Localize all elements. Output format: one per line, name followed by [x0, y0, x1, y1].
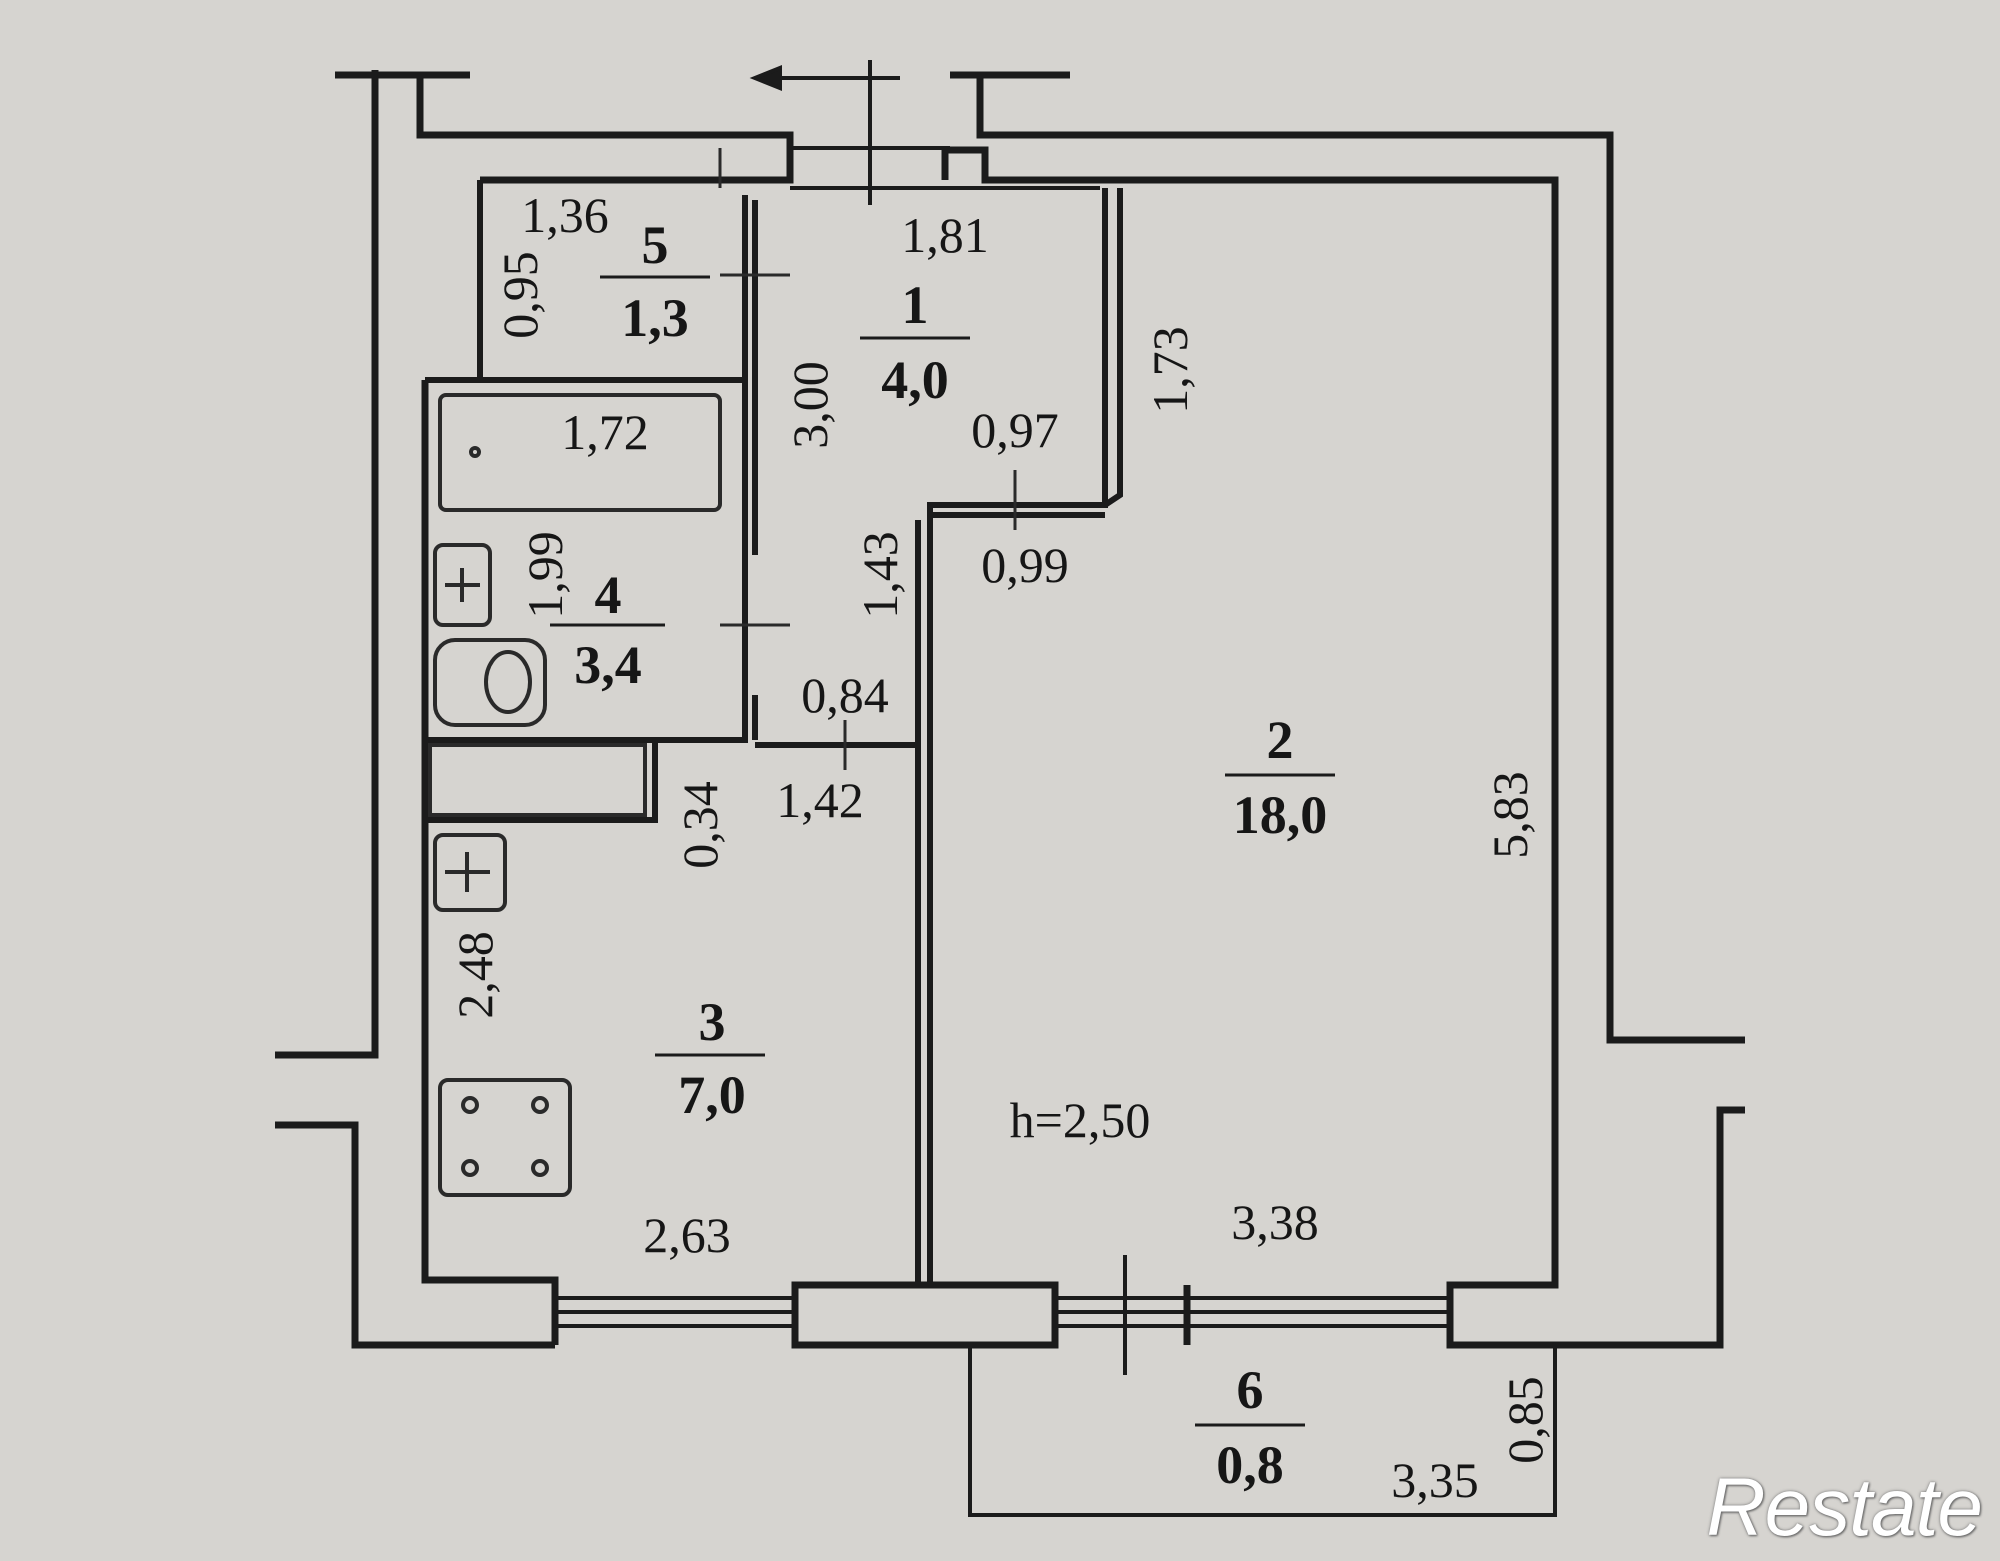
dim-hall-width: 1,81 [901, 207, 989, 263]
wall-left-lower [275, 1121, 555, 1349]
entry-arrow-head [749, 65, 782, 91]
ceiling-height: h=2,50 [1009, 1092, 1151, 1148]
stove-burner-2 [531, 1096, 549, 1114]
wall-top-right [976, 75, 1745, 1044]
bathtub [438, 393, 722, 512]
room-1-number: 1 [901, 275, 929, 335]
dim-room5-depth: 0,95 [492, 251, 548, 339]
room-5-area: 1,3 [621, 288, 689, 348]
wall-left-outer [275, 70, 379, 1059]
dim-kitchen-depth: 2,48 [447, 931, 503, 1019]
closet-right-inner [1103, 188, 1123, 508]
dim-passage-end: 0,84 [801, 667, 889, 723]
dim-hall-length: 3,00 [782, 361, 838, 449]
stove-burner-4 [531, 1159, 549, 1177]
room-6-number: 6 [1236, 1360, 1264, 1420]
wall-right-inner [941, 146, 1745, 1349]
windows [555, 1255, 1450, 1375]
room-3-number: 3 [698, 992, 726, 1052]
dim-kitchen-width: 2,63 [643, 1207, 731, 1263]
interior-walls [425, 180, 1123, 1285]
fixtures [428, 393, 722, 1197]
dimension-ticks [718, 148, 1017, 770]
room-4-number: 4 [594, 565, 622, 625]
toilet [433, 638, 547, 727]
stove-burner-3 [461, 1159, 479, 1177]
room-4-area: 3,4 [574, 635, 642, 695]
dim-passage-length: 1,43 [852, 531, 908, 619]
dim-bath-length: 1,72 [561, 404, 649, 460]
restate-watermark: Restate [1706, 1462, 1983, 1553]
entry-door [749, 60, 1100, 205]
kitchen-counter [428, 743, 647, 817]
room-6-area: 0,8 [1216, 1435, 1284, 1495]
bathtub-drain [469, 446, 481, 458]
dim-balcony-depth: 0,85 [1497, 1376, 1553, 1464]
wall-left-inner [421, 380, 559, 1345]
dim-balcony-length: 3,35 [1391, 1452, 1479, 1508]
window-pier [791, 1281, 1059, 1349]
dim-passage-lower: 0,99 [981, 537, 1069, 593]
dim-passage-upper: 0,97 [971, 402, 1059, 458]
dim-kitchen-entry: 1,42 [776, 772, 864, 828]
stove-burner-1 [461, 1096, 479, 1114]
kitchen-sink [433, 833, 507, 912]
room-5-number: 5 [641, 215, 669, 275]
room-1-area: 4,0 [881, 350, 949, 410]
room-3-area: 7,0 [678, 1065, 746, 1125]
dim-room5-width: 1,36 [521, 187, 609, 243]
dim-living-length: 5,83 [1482, 771, 1538, 859]
room-dividers [550, 275, 1335, 1427]
room-2-area: 18,0 [1232, 785, 1328, 845]
closet-right-walls [927, 188, 1108, 1285]
dim-kitchen-niche: 0,34 [672, 781, 728, 869]
dim-closet-depth: 1,73 [1142, 326, 1198, 414]
kitchen-stove [438, 1078, 572, 1197]
room-2-number: 2 [1266, 710, 1294, 770]
bathroom-sink [433, 543, 492, 627]
dim-living-width: 3,38 [1231, 1194, 1319, 1250]
toilet-bowl [484, 650, 532, 714]
kitchen-niche-wall [425, 737, 658, 823]
dim-bath-depth: 1,99 [517, 531, 573, 619]
balcony-outline [968, 1345, 1557, 1517]
balcony [968, 1345, 1557, 1517]
wall-top-left [416, 75, 794, 184]
